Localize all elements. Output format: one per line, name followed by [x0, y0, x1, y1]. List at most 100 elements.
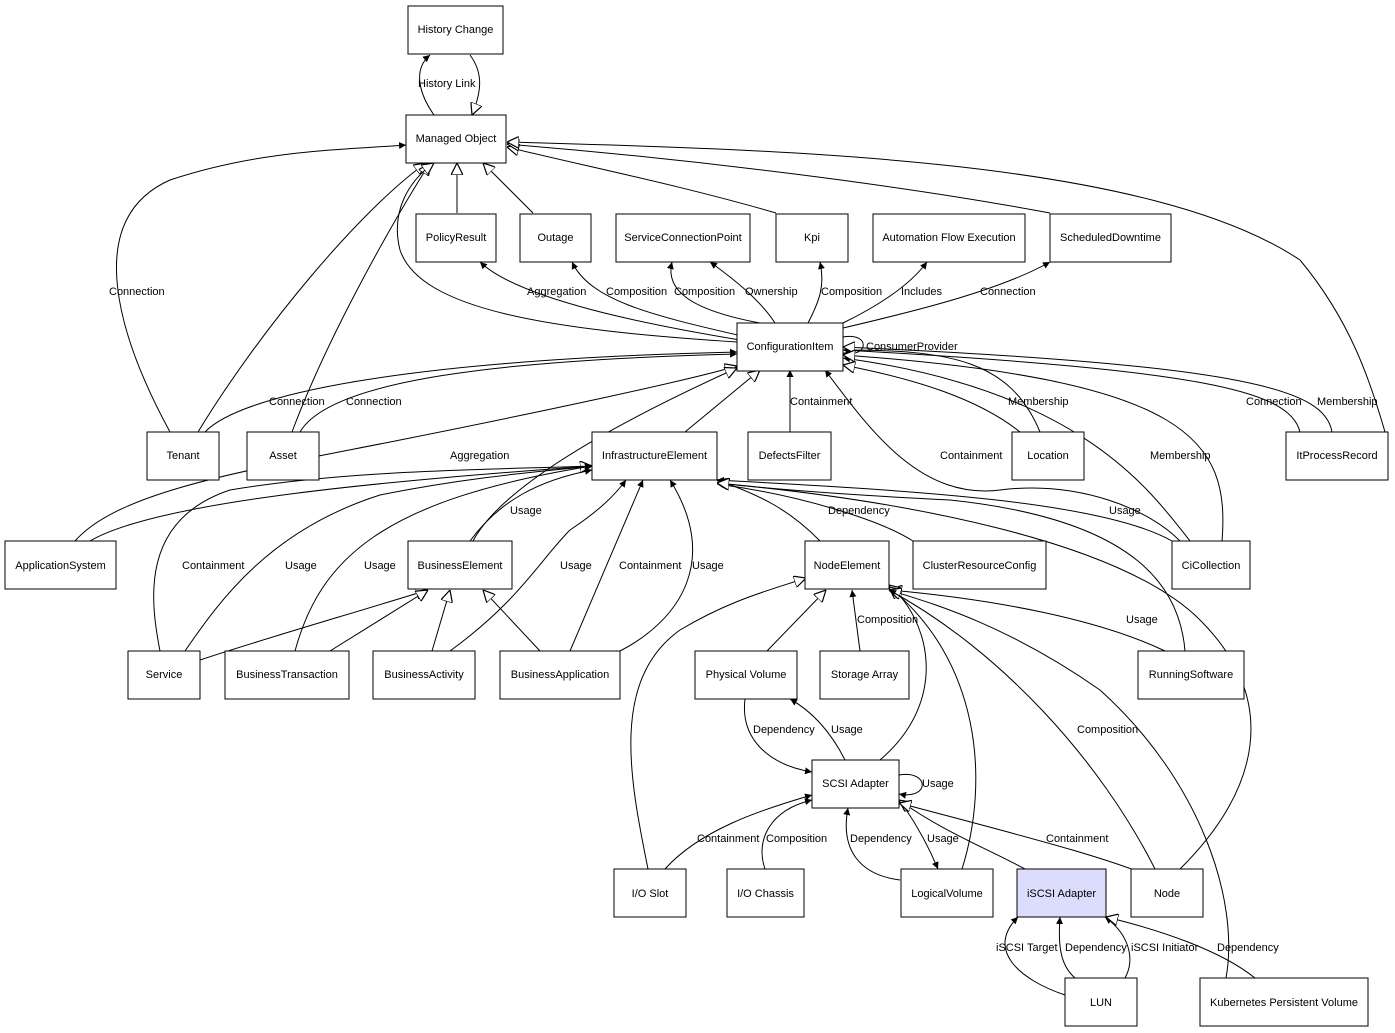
node-node-element[interactable]: NodeElement	[804, 540, 890, 590]
node-label: ApplicationSystem	[15, 560, 106, 572]
edge-label: Composition	[821, 286, 882, 298]
edge-label: Usage	[1109, 505, 1141, 517]
node-scsi-adapter[interactable]: SCSI Adapter	[811, 759, 900, 809]
edge-label: Includes	[901, 286, 942, 298]
node-label: BusinessActivity	[384, 669, 464, 681]
node-label: BusinessApplication	[511, 669, 609, 681]
edge-scsi-pv	[789, 698, 846, 761]
node-label: Outage	[537, 232, 573, 244]
node-label: BusinessTransaction	[236, 669, 338, 681]
edge-service-be	[199, 590, 428, 661]
edge-label: Containment	[182, 560, 244, 572]
edge-label: Membership	[1008, 396, 1069, 408]
node-iscsi-adapter[interactable]: iSCSI Adapter	[1016, 868, 1107, 918]
node-logical-volume[interactable]: LogicalVolume	[900, 868, 994, 918]
edge-scsi-self	[898, 773, 923, 799]
node-label: Kpi	[804, 232, 820, 244]
node-label: NodeElement	[814, 560, 881, 572]
node-asset[interactable]: Asset	[246, 431, 320, 481]
edge-cicoll-ie	[716, 476, 1173, 542]
node-ci-collection[interactable]: CiCollection	[1171, 540, 1251, 590]
node-business-element[interactable]: BusinessElement	[407, 540, 513, 590]
node-label: CiCollection	[1182, 560, 1241, 572]
edge-iscsi-ne	[889, 590, 1230, 979]
edge-label: Membership	[1150, 450, 1211, 462]
edge-ioslot-scsi	[664, 793, 813, 870]
node-node[interactable]: Node	[1130, 868, 1204, 918]
edge-label: Connection	[109, 286, 165, 298]
edge-label: Dependency	[1217, 942, 1279, 954]
node-application-system[interactable]: ApplicationSystem	[4, 540, 117, 590]
node-service-connection-point[interactable]: ServiceConnectionPoint	[615, 213, 751, 263]
node-kpi[interactable]: Kpi	[775, 213, 849, 263]
edge-ie-ci	[684, 370, 760, 433]
node-defects-filter[interactable]: DefectsFilter	[747, 431, 832, 481]
node-label: Location	[1027, 450, 1069, 462]
node-scheduled-downtime[interactable]: ScheduledDowntime	[1049, 213, 1172, 263]
edge-bt-be	[329, 590, 428, 652]
node-managed-object[interactable]: Managed Object	[405, 114, 507, 164]
node-label: Asset	[269, 450, 297, 462]
edge-tenant-mo-conn	[115, 142, 407, 433]
node-label: Tenant	[166, 450, 199, 462]
edge-label: Composition	[606, 286, 667, 298]
node-cluster-resource-config[interactable]: ClusterResourceConfig	[912, 540, 1047, 590]
node-outage[interactable]: Outage	[519, 213, 592, 263]
node-label: SCSI Adapter	[822, 778, 889, 790]
edge-label: Dependency	[850, 833, 912, 845]
node-automation-flow-execution[interactable]: Automation Flow Execution	[872, 213, 1026, 263]
edge-bapp-ie-cont	[569, 479, 644, 652]
edge-label: iSCSI Target	[996, 942, 1058, 954]
edge-ci-outage	[571, 261, 743, 337]
node-io-slot[interactable]: I/O Slot	[613, 868, 687, 918]
edge-iscsi-scsi	[899, 800, 1026, 870]
node-infrastructure-element[interactable]: InfrastructureElement	[591, 431, 718, 481]
edge-lun-iscsi-dep	[1056, 916, 1076, 979]
edge-lv-ne	[889, 587, 977, 870]
edge-asset-ci	[299, 350, 738, 433]
edge-label: Connection	[269, 396, 325, 408]
edge-cicoll-ci-mem2	[843, 355, 1224, 542]
node-running-software[interactable]: RunningSoftware	[1137, 650, 1245, 700]
edge-ba-ie	[449, 479, 627, 652]
node-it-process-record[interactable]: ItProcessRecord	[1285, 431, 1389, 481]
edge-label: Containment	[1046, 833, 1108, 845]
edge-node-ie	[717, 483, 1252, 870]
edge-service-ie-cont	[153, 462, 593, 652]
edge-label: Usage	[560, 560, 592, 572]
node-storage-array[interactable]: Storage Array	[819, 650, 910, 700]
node-label: I/O Chassis	[737, 888, 794, 900]
edge-label: iSCSI Initiator	[1131, 942, 1199, 954]
edge-asset-mo	[291, 163, 430, 433]
node-location[interactable]: Location	[1011, 431, 1085, 481]
edge-rs-ne	[890, 590, 1166, 652]
node-label: Storage Array	[831, 669, 899, 681]
node-label: I/O Slot	[632, 888, 669, 900]
node-configuration-item[interactable]: ConfigurationItem	[736, 322, 844, 372]
edge-tenant-ci	[204, 348, 738, 433]
node-tenant[interactable]: Tenant	[146, 431, 220, 481]
node-service[interactable]: Service	[127, 650, 201, 700]
node-history-change[interactable]: History Change	[407, 5, 504, 55]
edge-pv-ne	[766, 590, 826, 652]
node-business-application[interactable]: BusinessApplication	[499, 650, 621, 700]
node-business-activity[interactable]: BusinessActivity	[372, 650, 476, 700]
edge-service-ie-usage	[184, 463, 593, 652]
node-lun[interactable]: LUN	[1064, 977, 1138, 1027]
edge-label: Connection	[980, 286, 1036, 298]
edge-label: Usage	[831, 724, 863, 736]
node-policy-result[interactable]: PolicyResult	[415, 213, 497, 263]
edge-history-link	[419, 54, 435, 116]
highlight-fill	[1016, 868, 1107, 918]
edge-label: Usage	[692, 560, 724, 572]
node-kubernetes-persistent-volume[interactable]: Kubernetes Persistent Volume	[1199, 977, 1369, 1027]
edge-label: Composition	[857, 614, 918, 626]
edge-label: Dependency	[828, 505, 890, 517]
node-io-chassis[interactable]: I/O Chassis	[726, 868, 805, 918]
node-physical-volume[interactable]: Physical Volume	[694, 650, 798, 700]
edge-label: Dependency	[753, 724, 815, 736]
edge-loc-ci	[843, 365, 1021, 433]
edge-scsi-ne	[879, 585, 927, 761]
node-business-transaction[interactable]: BusinessTransaction	[224, 650, 350, 700]
